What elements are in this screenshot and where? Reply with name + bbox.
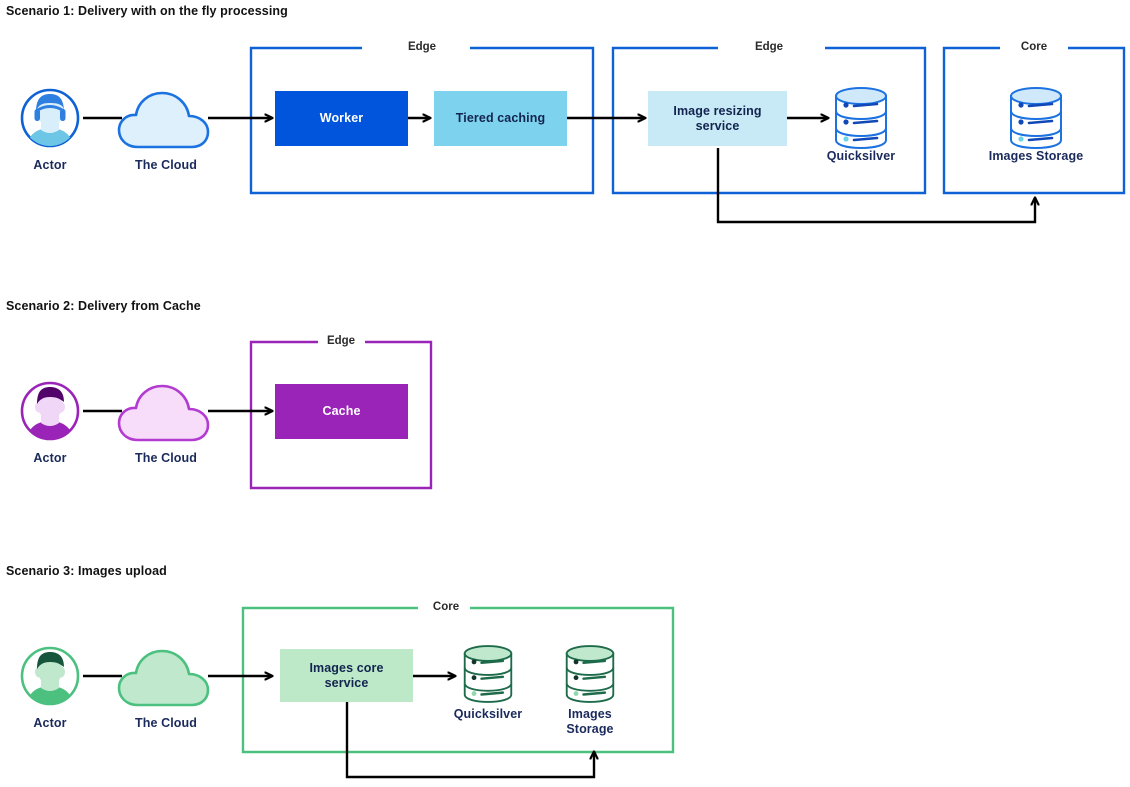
scenario2-edge-group: Edge — [251, 334, 431, 488]
scenario1-core-group-border — [942, 46, 1126, 195]
worker-box[interactable]: Worker — [275, 91, 408, 146]
group-label-core: Core — [1012, 40, 1056, 54]
connector-resizing-to-images-storage — [716, 148, 1035, 224]
group-label-edge: Edge — [746, 40, 792, 54]
worker-label: Worker — [319, 111, 364, 125]
cloud-label-2: The Cloud — [134, 451, 197, 465]
actor-avatar-icon-2 — [19, 380, 81, 442]
group-label-edge: Edge — [399, 40, 445, 54]
actor-label-3: Actor — [33, 716, 67, 730]
database-cylinder-icon-images-storage-1 — [1007, 84, 1065, 152]
group-label-core: Core — [424, 600, 468, 614]
scenario1-core-group: Core — [944, 40, 1124, 193]
actor-avatar-icon-3 — [19, 645, 81, 707]
scenario3-core-group: Core — [243, 600, 673, 752]
scenario3-core-group-border — [241, 606, 675, 754]
scenario2-edge-group-border — [249, 340, 433, 490]
image-resizing-service-label: Image resizing service — [673, 103, 762, 133]
database-cylinder-icon-quicksilver-1 — [832, 84, 890, 152]
scenario1-edge-group-2-border — [611, 46, 927, 195]
database-cylinder-icon-quicksilver-3 — [461, 641, 515, 707]
images-core-service-label: Images core service — [309, 660, 384, 690]
cloud-icon-3 — [116, 643, 216, 709]
tiered-caching-box[interactable]: Tiered caching — [434, 91, 567, 146]
cache-box[interactable]: Cache — [275, 384, 408, 439]
scenario1-edge-group-1-border — [249, 46, 595, 195]
image-resizing-service-box[interactable]: Image resizing service — [648, 91, 787, 146]
images-storage-label-3: Images Storage — [566, 707, 614, 736]
group-label-edge: Edge — [318, 334, 364, 348]
tiered-caching-label: Tiered caching — [455, 111, 546, 125]
database-cylinder-icon-images-storage-3 — [563, 641, 617, 707]
cloud-icon-1 — [116, 85, 216, 151]
scenario-3-title: Scenario 3: Images upload — [6, 564, 167, 578]
images-storage-label-1: Images Storage — [988, 149, 1084, 163]
cache-label: Cache — [322, 404, 361, 418]
actor-label-1: Actor — [33, 158, 67, 172]
actor-label-2: Actor — [33, 451, 67, 465]
scenario-2-title: Scenario 2: Delivery from Cache — [6, 299, 201, 313]
scenario1-edge-group-2: Edge — [613, 40, 925, 193]
cloud-label-3: The Cloud — [134, 716, 197, 730]
quicksilver-label-3: Quicksilver — [453, 707, 523, 721]
cloud-icon-2 — [116, 378, 216, 444]
cloud-label-1: The Cloud — [134, 158, 197, 172]
scenario1-edge-group-1: Edge — [251, 40, 593, 193]
quicksilver-label-1: Quicksilver — [826, 149, 896, 163]
connector-core-service-to-images-storage — [345, 702, 594, 779]
images-core-service-box[interactable]: Images core service — [280, 649, 413, 702]
scenario-1-title: Scenario 1: Delivery with on the fly pro… — [6, 4, 288, 18]
actor-avatar-icon-1 — [19, 87, 81, 149]
